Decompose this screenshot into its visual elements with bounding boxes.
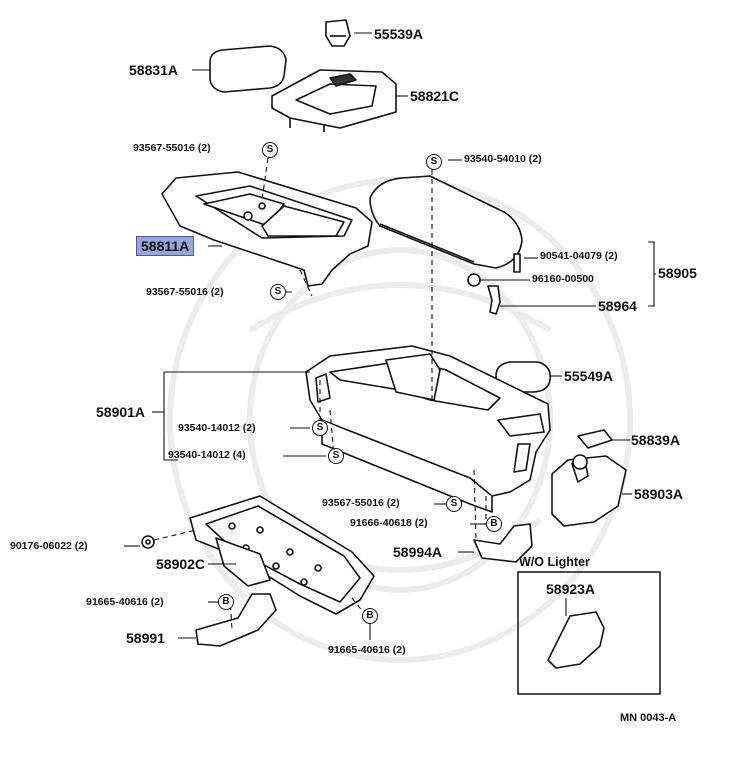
label-93540-54010: 93540-54010 (2) [464,153,542,165]
label-93567-top: 93567-55016 (2) [133,142,211,154]
label-58821c: 58821C [410,88,460,104]
screw-s-badge: S [426,154,442,170]
inset-box [517,571,661,695]
inset-title: W/O Lighter [519,555,590,569]
tray-58821c-drawing [271,69,397,132]
label-91666-40618: 91666-40618 (2) [350,517,428,529]
upper-panel-58811a-drawing [161,171,373,287]
label-96160-00500: 96160-00500 [532,273,594,285]
hinge-hardware-drawing [467,253,521,315]
frame-58902c-drawing [189,495,375,615]
label-58839a: 58839A [631,432,681,448]
label-58901a: 58901A [96,404,146,420]
screw-s-badge: S [262,142,278,158]
lighter-box-58903a-drawing [551,454,627,527]
lid-58831a-drawing [209,45,287,93]
label-93540-14012-4: 93540-14012 (4) [168,449,246,461]
label-58923a: 58923A [546,581,596,597]
label-93567-low: 93567-55016 (2) [322,497,400,509]
label-58905: 58905 [658,265,697,281]
label-90541-04079: 90541-04079 (2) [540,250,618,262]
label-58831a: 58831A [129,62,179,78]
clip-55539a-drawing [325,19,351,47]
diagram-code: MN 0043-A [620,712,677,724]
bolt-b-badge: B [218,594,234,610]
bolt-b-badge: B [486,516,502,532]
cap-58839a-drawing [577,429,613,449]
bolt-90176-drawing [141,535,155,549]
screw-s-badge: S [328,448,344,464]
bolt-b-badge: B [362,608,378,624]
label-91665-left: 91665-40616 (2) [86,596,164,608]
screw-s-badge: S [446,496,462,512]
label-58902c: 58902C [156,556,206,572]
label-58964: 58964 [598,298,637,314]
console-body-58901a-drawing [305,345,551,513]
label-91665-bottom: 91665-40616 (2) [328,644,406,656]
bracket-58991-drawing [195,593,277,647]
label-58811a-highlighted[interactable]: 58811A [136,236,195,256]
armrest-58905-drawing [369,175,523,269]
screw-s-badge: S [312,420,328,436]
screw-s-badge: S [270,284,286,300]
label-55539a: 55539A [374,26,424,42]
label-90176-06022: 90176-06022 (2) [10,540,88,552]
label-93567-mid: 93567-55016 (2) [146,286,224,298]
label-55549a: 55549A [564,368,614,384]
bracket-58994a-drawing [473,523,533,563]
label-58994a: 58994A [393,544,443,560]
label-58991: 58991 [126,630,165,646]
label-58903a: 58903A [634,486,684,502]
label-93540-14012-2: 93540-14012 (2) [178,422,256,434]
cover-58923a-drawing [547,611,605,669]
